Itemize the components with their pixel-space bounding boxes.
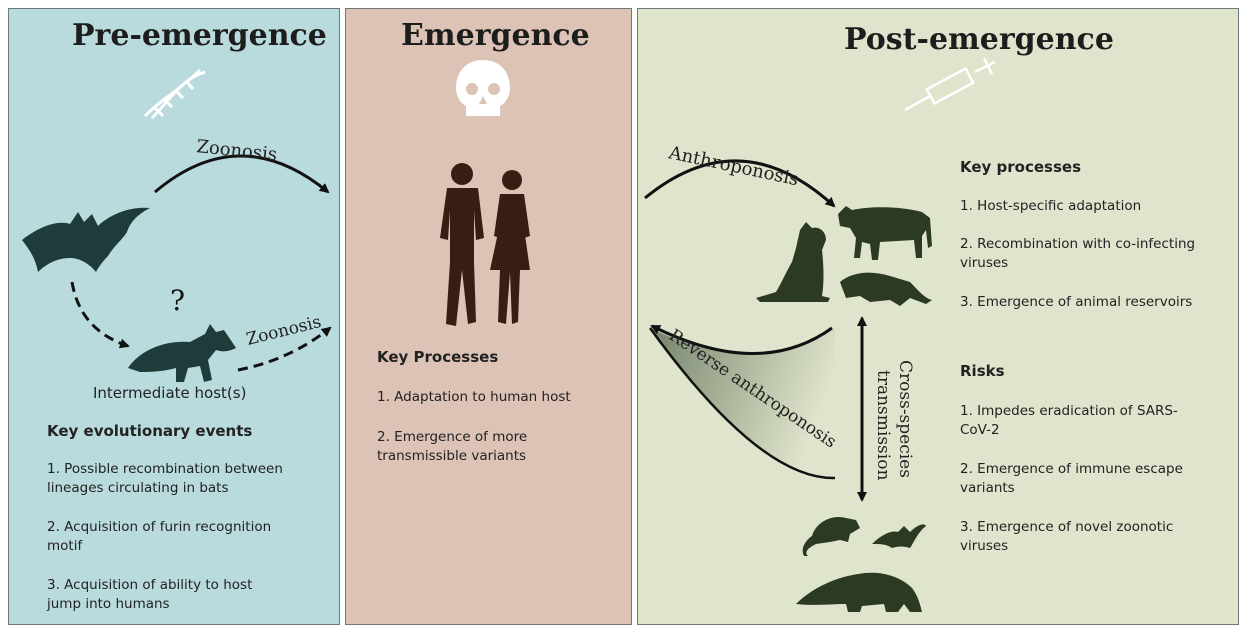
- skull-icon: [456, 60, 510, 116]
- cross-species-label-2: transmission: [873, 370, 893, 480]
- pre-emergence-title: Pre-emergence: [72, 18, 327, 53]
- post-process-2-line-1: 2. Recombination with co-infecting: [960, 236, 1196, 252]
- pre-item-2: 2. Acquisition of furin recognition moti…: [47, 518, 271, 556]
- emergence-item-1-line-1: 1. Adaptation to human host: [377, 389, 571, 405]
- post-key-processes-heading: Key processes: [960, 158, 1081, 176]
- pre-item-1-line-2: lineages circulating in bats: [47, 480, 229, 496]
- post-process-1-line-1: 1. Host-specific adaptation: [960, 198, 1142, 214]
- syringe-icon: [904, 57, 996, 112]
- anthroponosis-label: Anthroponosis: [666, 142, 800, 190]
- risk-1-line-2: CoV-2: [960, 422, 1000, 438]
- risk-1: 1. Impedes eradication of SARS- CoV-2: [960, 402, 1178, 440]
- zoonosis-arrow: [154, 154, 330, 194]
- intermediate-host-label: Intermediate host(s): [93, 384, 247, 402]
- risk-3-line-1: 3. Emergence of novel zoonotic: [960, 519, 1174, 535]
- post-process-2-line-2: viruses: [960, 255, 1009, 271]
- risk-2: 2. Emergence of immune escape variants: [960, 460, 1183, 498]
- risk-1-line-1: 1. Impedes eradication of SARS-: [960, 403, 1178, 419]
- risk-2-line-2: variants: [960, 480, 1015, 496]
- small-bat-icon: [872, 524, 926, 548]
- emergence-title: Emergence: [401, 18, 590, 53]
- risks-heading: Risks: [960, 362, 1005, 380]
- cow-icon: [838, 206, 932, 260]
- human-couple-icon: [440, 163, 530, 326]
- emergence-key-processes-heading: Key Processes: [377, 348, 499, 366]
- key-evolutionary-events-heading: Key evolutionary events: [47, 422, 253, 440]
- pre-item-3-line-1: 3. Acquisition of ability to host: [47, 577, 253, 593]
- mink-icon: [840, 272, 932, 306]
- pre-item-2-line-1: 2. Acquisition of furin recognition: [47, 519, 272, 535]
- emergence-item-2-line-1: 2. Emergence of more: [377, 429, 528, 445]
- post-process-2: 2. Recombination with co-infecting virus…: [960, 235, 1195, 273]
- anthroponosis-arrow: [644, 159, 836, 208]
- dashed-arrow-to-intermediate: [70, 281, 130, 349]
- risk-2-line-1: 2. Emergence of immune escape: [960, 461, 1183, 477]
- pre-item-1: 1. Possible recombination between lineag…: [47, 460, 283, 498]
- pre-item-2-line-2: motif: [47, 538, 83, 554]
- cross-species-label-1: Cross-species: [895, 360, 915, 478]
- cat-icon: [756, 222, 830, 302]
- risk-3: 3. Emergence of novel zoonotic viruses: [960, 518, 1173, 556]
- post-process-1: 1. Host-specific adaptation: [960, 197, 1141, 216]
- post-emergence-panel: [637, 8, 1239, 625]
- rat-icon: [802, 516, 860, 556]
- pre-item-1-line-1: 1. Possible recombination between: [47, 461, 283, 477]
- reverse-anthroponosis-curve: [648, 327, 836, 480]
- post-emergence-title: Post-emergence: [844, 22, 1114, 57]
- emergence-item-2: 2. Emergence of more transmissible varia…: [377, 428, 527, 466]
- pre-emergence-panel: [8, 8, 340, 625]
- pre-item-3-line-2: jump into humans: [47, 596, 170, 612]
- risk-3-line-2: viruses: [960, 538, 1009, 554]
- dashed-zoonosis-arrow: [237, 326, 332, 372]
- dna-icon: [143, 68, 206, 120]
- emergence-item-1: 1. Adaptation to human host: [377, 388, 571, 407]
- reverse-anthroponosis-shade: [650, 328, 835, 479]
- zoonosis-mid-label: Zoonosis: [244, 312, 323, 350]
- raccoon-dog-icon: [128, 324, 236, 382]
- pangolin-icon: [796, 572, 922, 612]
- reverse-anthroponosis-arrow: [650, 324, 833, 355]
- post-process-3-line-1: 3. Emergence of animal reservoirs: [960, 294, 1193, 310]
- question-mark: ?: [170, 284, 185, 317]
- bat-icon: [22, 207, 150, 272]
- post-process-3: 3. Emergence of animal reservoirs: [960, 293, 1192, 312]
- pre-item-3: 3. Acquisition of ability to host jump i…: [47, 576, 252, 614]
- emergence-item-2-line-2: transmissible variants: [377, 448, 527, 464]
